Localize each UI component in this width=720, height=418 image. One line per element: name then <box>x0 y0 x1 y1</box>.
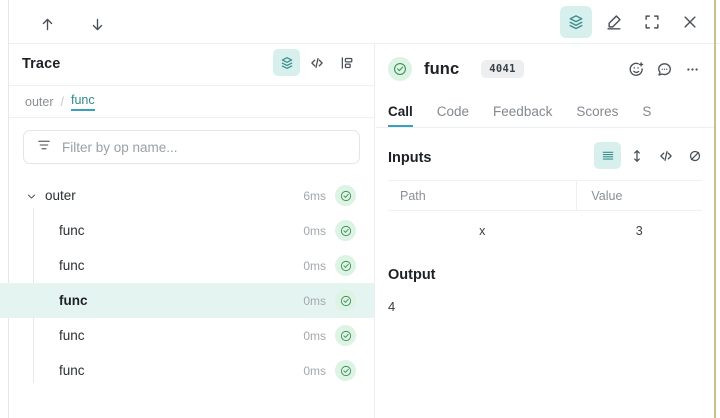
highlighter-pen-button[interactable] <box>598 6 630 38</box>
trace-row-duration: 6ms <box>303 188 326 203</box>
output-section: Output 4 <box>376 251 714 314</box>
inputs-table: Path Value x 3 <box>388 180 702 251</box>
trace-row-meta: 0ms <box>303 248 356 283</box>
call-action-group <box>623 56 706 83</box>
nav-up-button[interactable] <box>31 8 63 40</box>
trace-row-outer[interactable]: outer 6ms <box>9 178 374 213</box>
filter-input[interactable] <box>62 139 347 155</box>
chevron-down-icon[interactable] <box>25 190 38 208</box>
table-row[interactable]: x 3 <box>388 211 702 251</box>
breadcrumb-separator: / <box>60 94 64 109</box>
trace-tree: outer 6ms func 0ms <box>0 178 374 388</box>
input-value-cell: 3 <box>635 224 643 238</box>
breadcrumb: outer / func <box>9 86 374 118</box>
tab-call[interactable]: Call <box>388 104 413 127</box>
call-detail-header: func 4041 <box>376 44 714 94</box>
expand-rows-icon[interactable] <box>623 142 650 169</box>
tab-summary-truncated[interactable]: S <box>642 104 652 119</box>
right-edge-divider <box>714 0 716 418</box>
call-id-badge: 4041 <box>481 60 524 78</box>
nav-down-button[interactable] <box>81 8 113 40</box>
trace-panel-header: Trace <box>9 44 374 86</box>
list-view-icon[interactable] <box>594 142 621 169</box>
call-detail-panel: func 4041 <box>376 44 714 418</box>
trace-row-func-1[interactable]: func 0ms <box>9 213 374 248</box>
trace-row-label: func <box>59 258 85 273</box>
more-options-icon[interactable] <box>679 56 706 83</box>
output-value: 4 <box>388 299 396 314</box>
comment-icon[interactable] <box>651 56 678 83</box>
inputs-table-header: Path Value <box>388 180 702 211</box>
trace-row-duration: 0ms <box>303 363 326 378</box>
status-success-icon <box>335 360 356 381</box>
trace-row-label: outer <box>45 188 76 203</box>
inputs-title: Inputs <box>388 150 432 166</box>
filter-box[interactable] <box>23 130 360 164</box>
trace-row-meta: 0ms <box>303 213 356 248</box>
close-button[interactable] <box>674 6 706 38</box>
status-success-icon <box>335 325 356 346</box>
status-success-icon <box>335 255 356 276</box>
hide-icon[interactable] <box>681 142 708 169</box>
call-title: func <box>424 59 460 78</box>
tab-feedback[interactable]: Feedback <box>493 104 553 119</box>
trace-row-duration: 0ms <box>303 328 326 343</box>
tab-code[interactable]: Code <box>436 104 470 119</box>
trace-row-label: func <box>59 363 85 378</box>
toolbar-action-group <box>560 6 706 38</box>
trace-row-func-2[interactable]: func 0ms <box>9 248 374 283</box>
trace-row-meta: 0ms <box>303 353 356 388</box>
status-success-icon <box>388 57 412 81</box>
filter-container <box>9 118 374 170</box>
trace-panel: Trace <box>0 44 375 418</box>
trace-row-label: func <box>59 223 85 238</box>
left-edge-divider <box>8 0 9 418</box>
top-toolbar <box>9 0 720 44</box>
tab-scores[interactable]: Scores <box>576 104 619 119</box>
selected-row-indicator <box>0 283 9 318</box>
status-success-icon <box>335 220 356 241</box>
trace-row-label: func <box>59 328 85 343</box>
trace-view-button[interactable] <box>560 6 592 38</box>
status-success-icon <box>335 290 356 311</box>
input-path-cell: x <box>479 224 486 238</box>
trace-row-duration: 0ms <box>303 223 326 238</box>
code-view-icon[interactable] <box>652 142 679 169</box>
trace-row-func-5[interactable]: func 0ms <box>9 353 374 388</box>
trace-row-label: func <box>59 293 88 308</box>
tree-icon[interactable] <box>333 49 360 76</box>
fullscreen-button[interactable] <box>636 6 668 38</box>
filter-icon <box>36 137 52 158</box>
trace-row-duration: 0ms <box>303 258 326 273</box>
trace-row-func-4[interactable]: func 0ms <box>9 318 374 353</box>
layers-icon[interactable] <box>273 49 300 76</box>
trace-panel-title: Trace <box>22 56 61 72</box>
trace-row-duration: 0ms <box>303 293 326 308</box>
breadcrumb-item-func[interactable]: func <box>70 93 95 111</box>
column-header-path: Path <box>400 188 426 203</box>
trace-row-meta: 0ms <box>303 283 356 318</box>
output-title: Output <box>388 267 436 283</box>
status-success-icon <box>335 185 356 206</box>
toolbar-nav-group <box>31 8 113 40</box>
column-header-value: Value <box>576 181 702 210</box>
trace-view-toggle-group <box>273 49 360 76</box>
trace-row-func-3-selected[interactable]: func 0ms <box>0 283 374 318</box>
add-reaction-icon[interactable] <box>623 56 650 83</box>
call-detail-tabs: Call Code Feedback Scores S <box>376 94 714 128</box>
trace-row-meta: 6ms <box>303 178 356 213</box>
breadcrumb-item-outer[interactable]: outer <box>25 94 54 109</box>
inputs-section-header: Inputs <box>376 136 714 180</box>
inputs-view-toggle-group <box>594 142 708 169</box>
trace-row-meta: 0ms <box>303 318 356 353</box>
code-icon[interactable] <box>303 49 330 76</box>
